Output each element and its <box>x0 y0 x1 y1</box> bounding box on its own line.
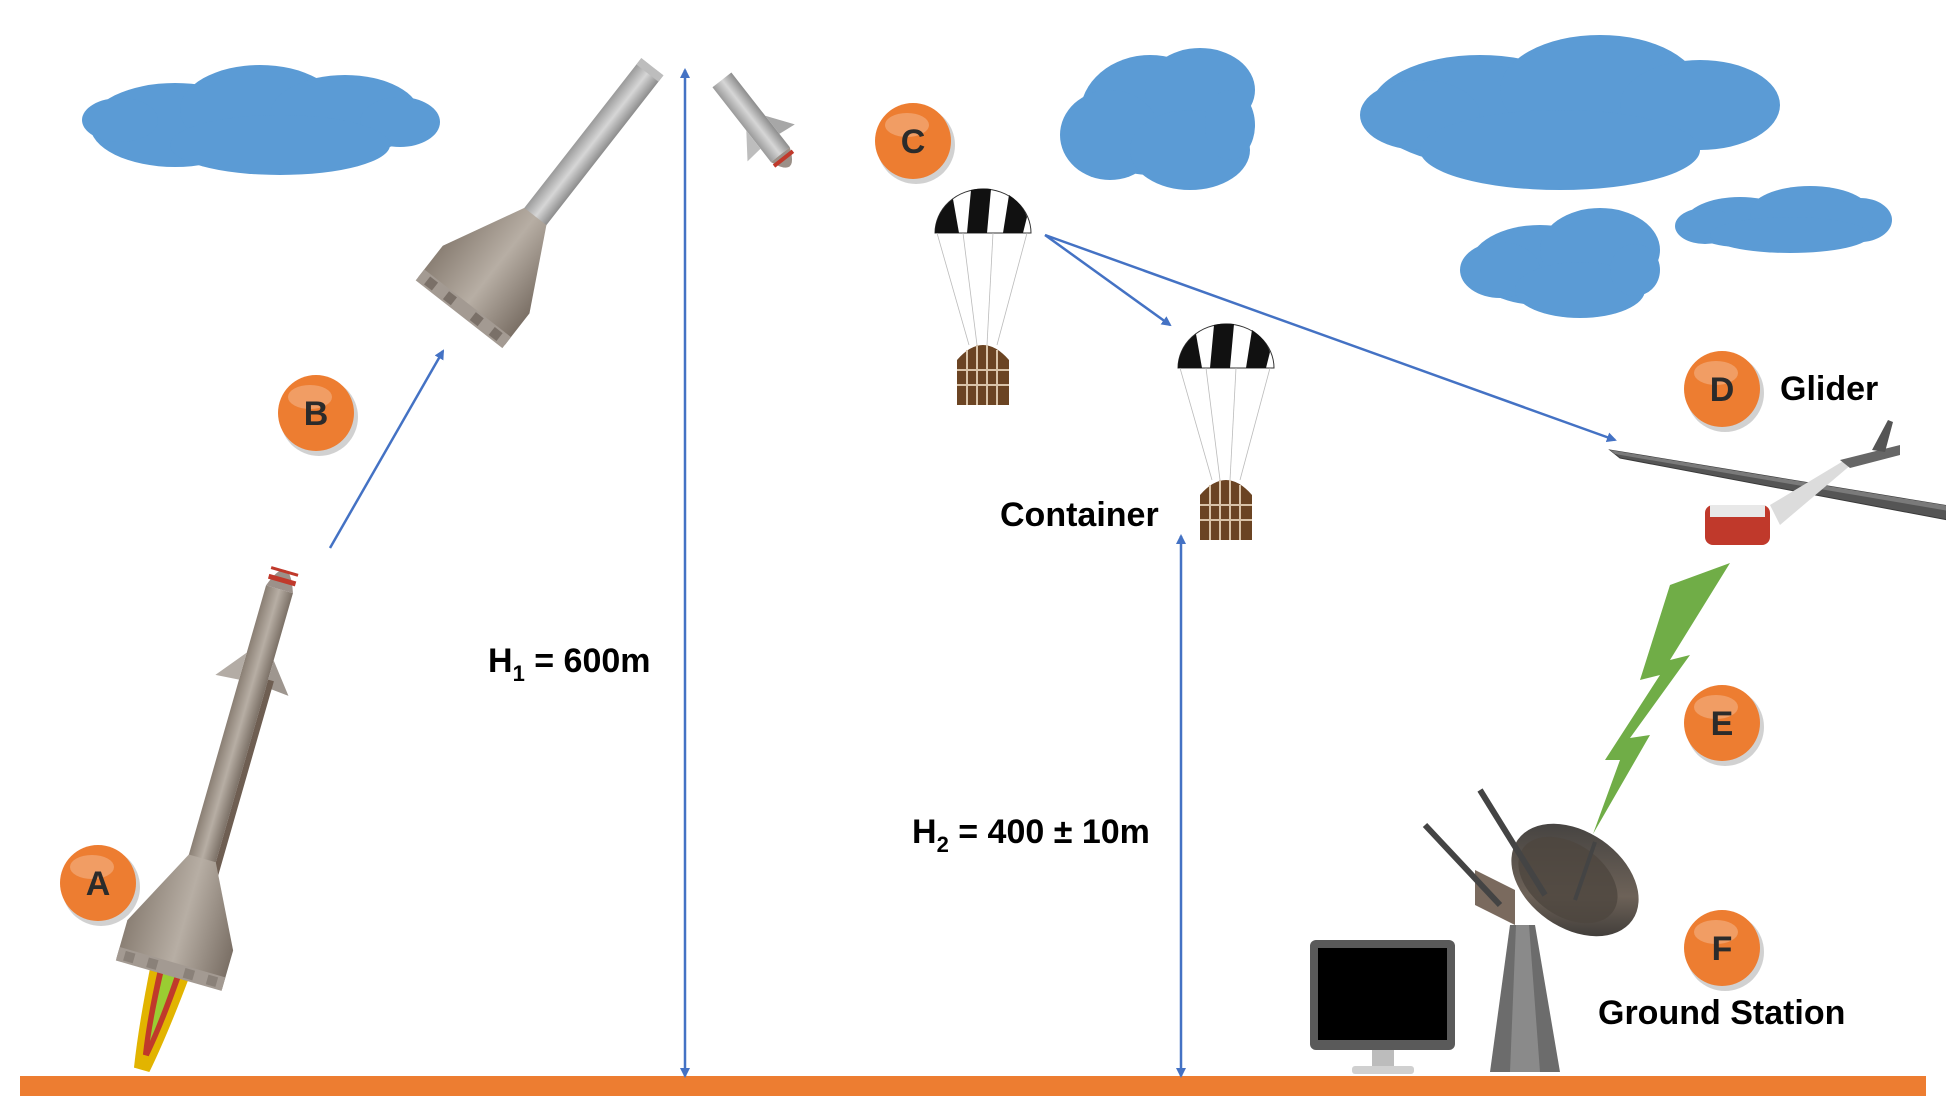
parachute-icon <box>1177 323 1275 369</box>
clouds <box>82 35 1892 318</box>
rocket-upper-stage-icon <box>415 58 664 349</box>
glider-path-arrow <box>1044 233 1617 442</box>
cloud-icon <box>1460 208 1660 318</box>
cloud-icon <box>82 65 440 175</box>
height-h2-label: H2 = 400 ± 10m <box>912 813 1150 857</box>
cloud-icon <box>1060 48 1255 190</box>
container-label: Container <box>1000 496 1159 534</box>
stage-badges: A B C D E F <box>60 103 1764 991</box>
parachute-icon <box>934 188 1032 234</box>
satellite-dish-icon <box>1422 788 1639 1072</box>
ascent-arrow <box>328 349 445 549</box>
glider-plane-icon <box>1608 420 1946 545</box>
stage-badge-d: D <box>1684 351 1764 432</box>
stage-badge-letter: F <box>1712 930 1733 968</box>
stage-badge-letter: B <box>304 395 329 433</box>
container-payload-icon <box>1200 480 1252 540</box>
parachute-container-lower <box>1177 323 1275 540</box>
rocket-nose-icon <box>712 72 795 168</box>
stage-badge-b: B <box>278 375 358 456</box>
stage-badge-f: F <box>1684 910 1764 991</box>
cloud-icon <box>1675 186 1892 253</box>
glider-label: Glider <box>1780 370 1878 408</box>
container-payload-icon <box>957 345 1009 405</box>
monitor-icon <box>1310 940 1455 1074</box>
stage-badge-letter: E <box>1711 705 1734 743</box>
ground-station-label: Ground Station <box>1598 994 1845 1032</box>
stage-badge-letter: D <box>1710 371 1735 409</box>
stage-badge-e: E <box>1684 685 1764 766</box>
stage-badge-letter: A <box>86 865 111 903</box>
parachute-container-upper <box>934 188 1032 405</box>
height-h1-label: H1 = 600m <box>488 642 651 686</box>
cloud-icon <box>1360 35 1780 190</box>
container-drop-arrow <box>1044 233 1172 327</box>
stage-badge-letter: C <box>901 123 926 161</box>
lightning-signal-icon <box>1593 563 1730 834</box>
stage-badge-a: A <box>60 845 140 926</box>
trajectory-arrows <box>328 233 1617 549</box>
stage-badge-c: C <box>875 103 955 184</box>
rocket-icon <box>115 566 299 1073</box>
ground-strip <box>20 1076 1926 1096</box>
